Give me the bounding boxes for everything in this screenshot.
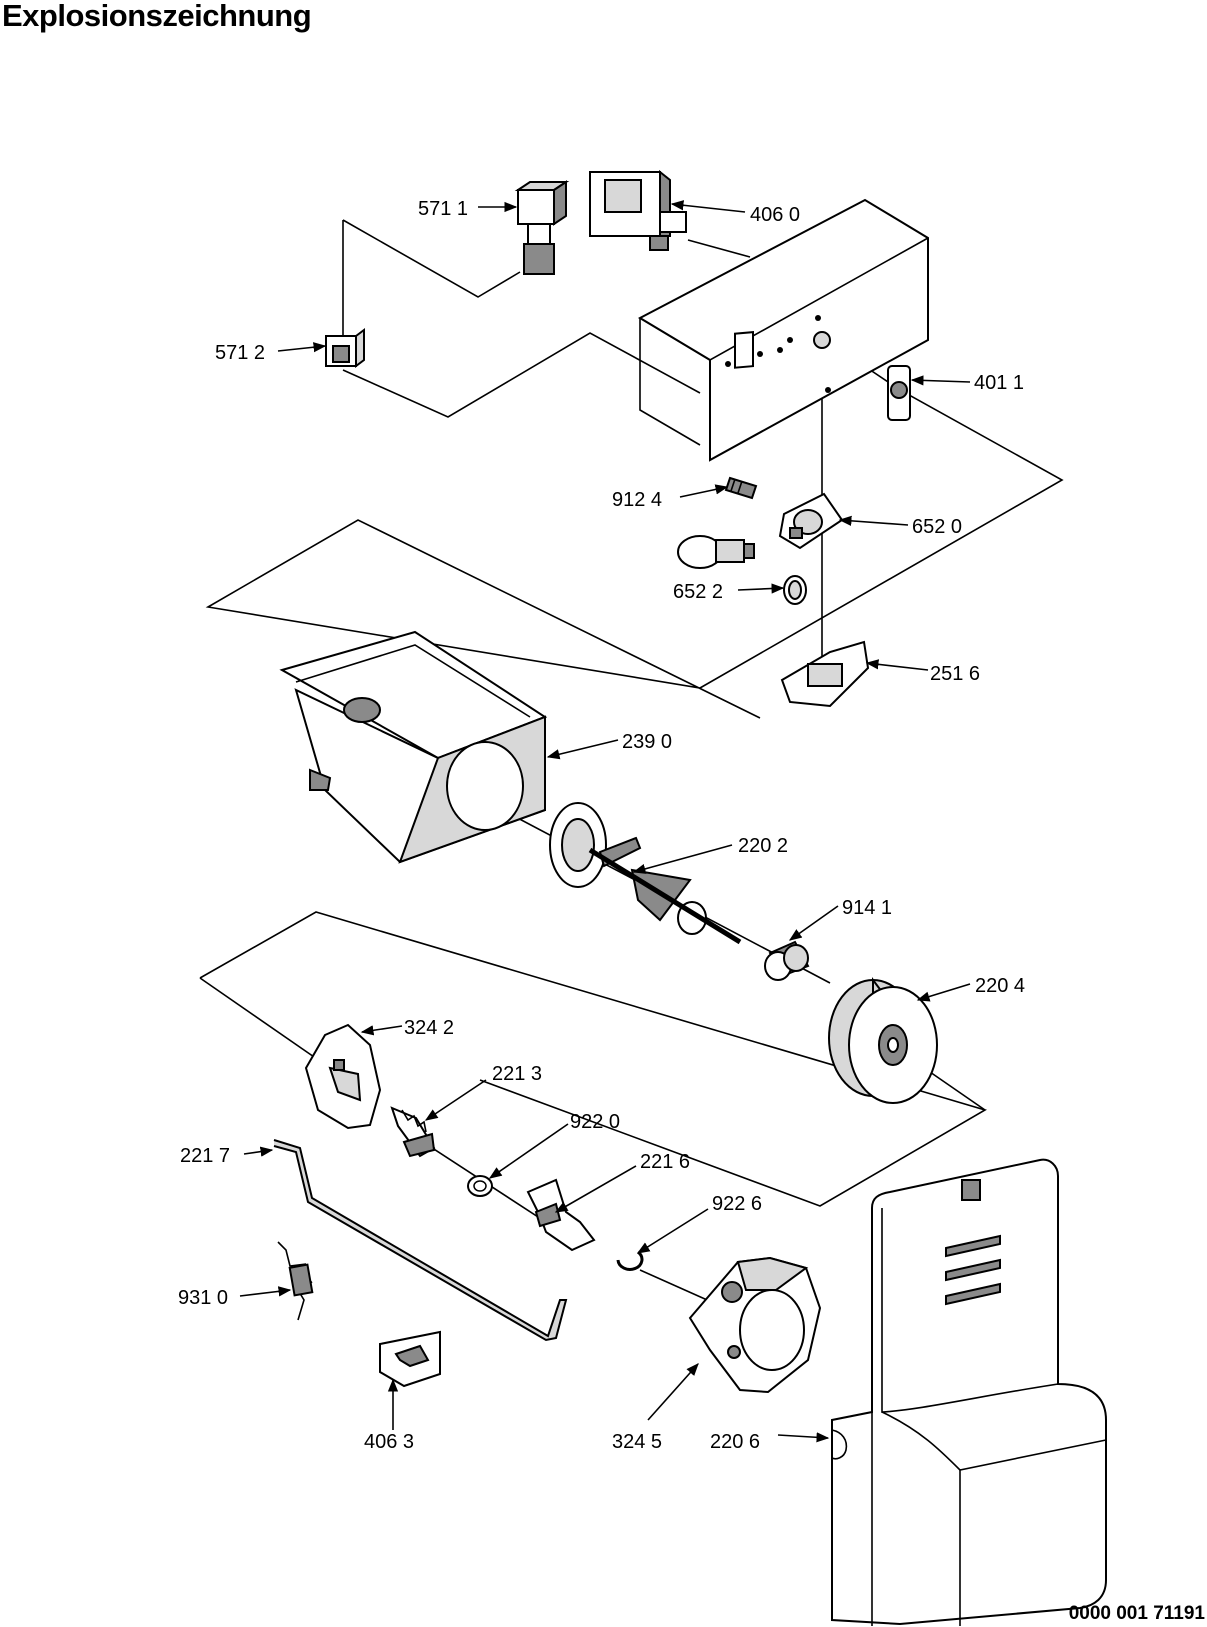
part-406-3-clip xyxy=(379,1330,441,1388)
part-220-2-auger xyxy=(549,802,742,945)
part-914-1-bushing xyxy=(764,940,810,981)
part-931-0-spring xyxy=(277,1241,314,1321)
label-220-2: 220 2 xyxy=(738,835,788,857)
document-number: 0000 001 71191 xyxy=(1068,1603,1205,1624)
part-324-2-plate xyxy=(304,1023,382,1130)
callout-arrows xyxy=(239,200,971,1443)
label-324-2: 324 2 xyxy=(404,1017,454,1039)
label-251-6: 251 6 xyxy=(930,663,980,685)
lamp-bulb xyxy=(677,535,755,569)
part-251-6-lamp-cover xyxy=(780,640,870,708)
label-220-6: 220 6 xyxy=(710,1431,760,1453)
label-652-0: 652 0 xyxy=(912,516,962,538)
part-652-0-lamp-holder xyxy=(778,492,844,550)
part-571-2-bracket xyxy=(325,328,365,368)
control-box xyxy=(637,198,929,462)
label-406-3: 406 3 xyxy=(364,1431,414,1453)
part-220-4-drum xyxy=(828,977,938,1104)
label-652-2: 652 2 xyxy=(673,581,723,603)
part-220-6-front-cover xyxy=(831,1158,1107,1626)
part-571-1-solenoid xyxy=(514,180,570,275)
part-406-0-control-module xyxy=(589,169,687,251)
part-912-4-screw xyxy=(724,476,758,500)
part-labels: 571 1 406 0 571 2 401 1 912 4 652 0 652 … xyxy=(178,198,1025,1453)
label-221-7: 221 7 xyxy=(180,1145,230,1167)
part-652-2-ring xyxy=(783,575,807,605)
label-922-0: 922 0 xyxy=(570,1111,620,1133)
label-571-2: 571 2 xyxy=(215,342,265,364)
part-221-6-actuator xyxy=(526,1178,596,1252)
label-221-6: 221 6 xyxy=(640,1151,690,1173)
label-922-6: 922 6 xyxy=(712,1193,762,1215)
part-221-3-lever xyxy=(390,1106,436,1158)
label-220-4: 220 4 xyxy=(975,975,1025,997)
label-914-1: 914 1 xyxy=(842,897,892,919)
part-239-0-ice-container xyxy=(279,630,548,864)
label-571-1: 571 1 xyxy=(418,198,468,220)
page-title: Explosionszeichnung xyxy=(2,0,312,33)
label-406-0: 406 0 xyxy=(750,204,800,226)
part-221-7-rod xyxy=(273,1139,568,1342)
label-931-0: 931 0 xyxy=(178,1287,228,1309)
part-922-6-retaining-ring xyxy=(616,1250,644,1271)
label-239-0: 239 0 xyxy=(622,731,672,753)
label-324-5: 324 5 xyxy=(612,1431,662,1453)
label-221-3: 221 3 xyxy=(492,1063,542,1085)
part-324-5-motor-housing xyxy=(688,1256,822,1394)
part-922-0-washer xyxy=(467,1175,493,1197)
part-401-1-clip xyxy=(887,365,911,421)
label-401-1: 401 1 xyxy=(974,372,1024,394)
label-912-4: 912 4 xyxy=(612,489,662,511)
